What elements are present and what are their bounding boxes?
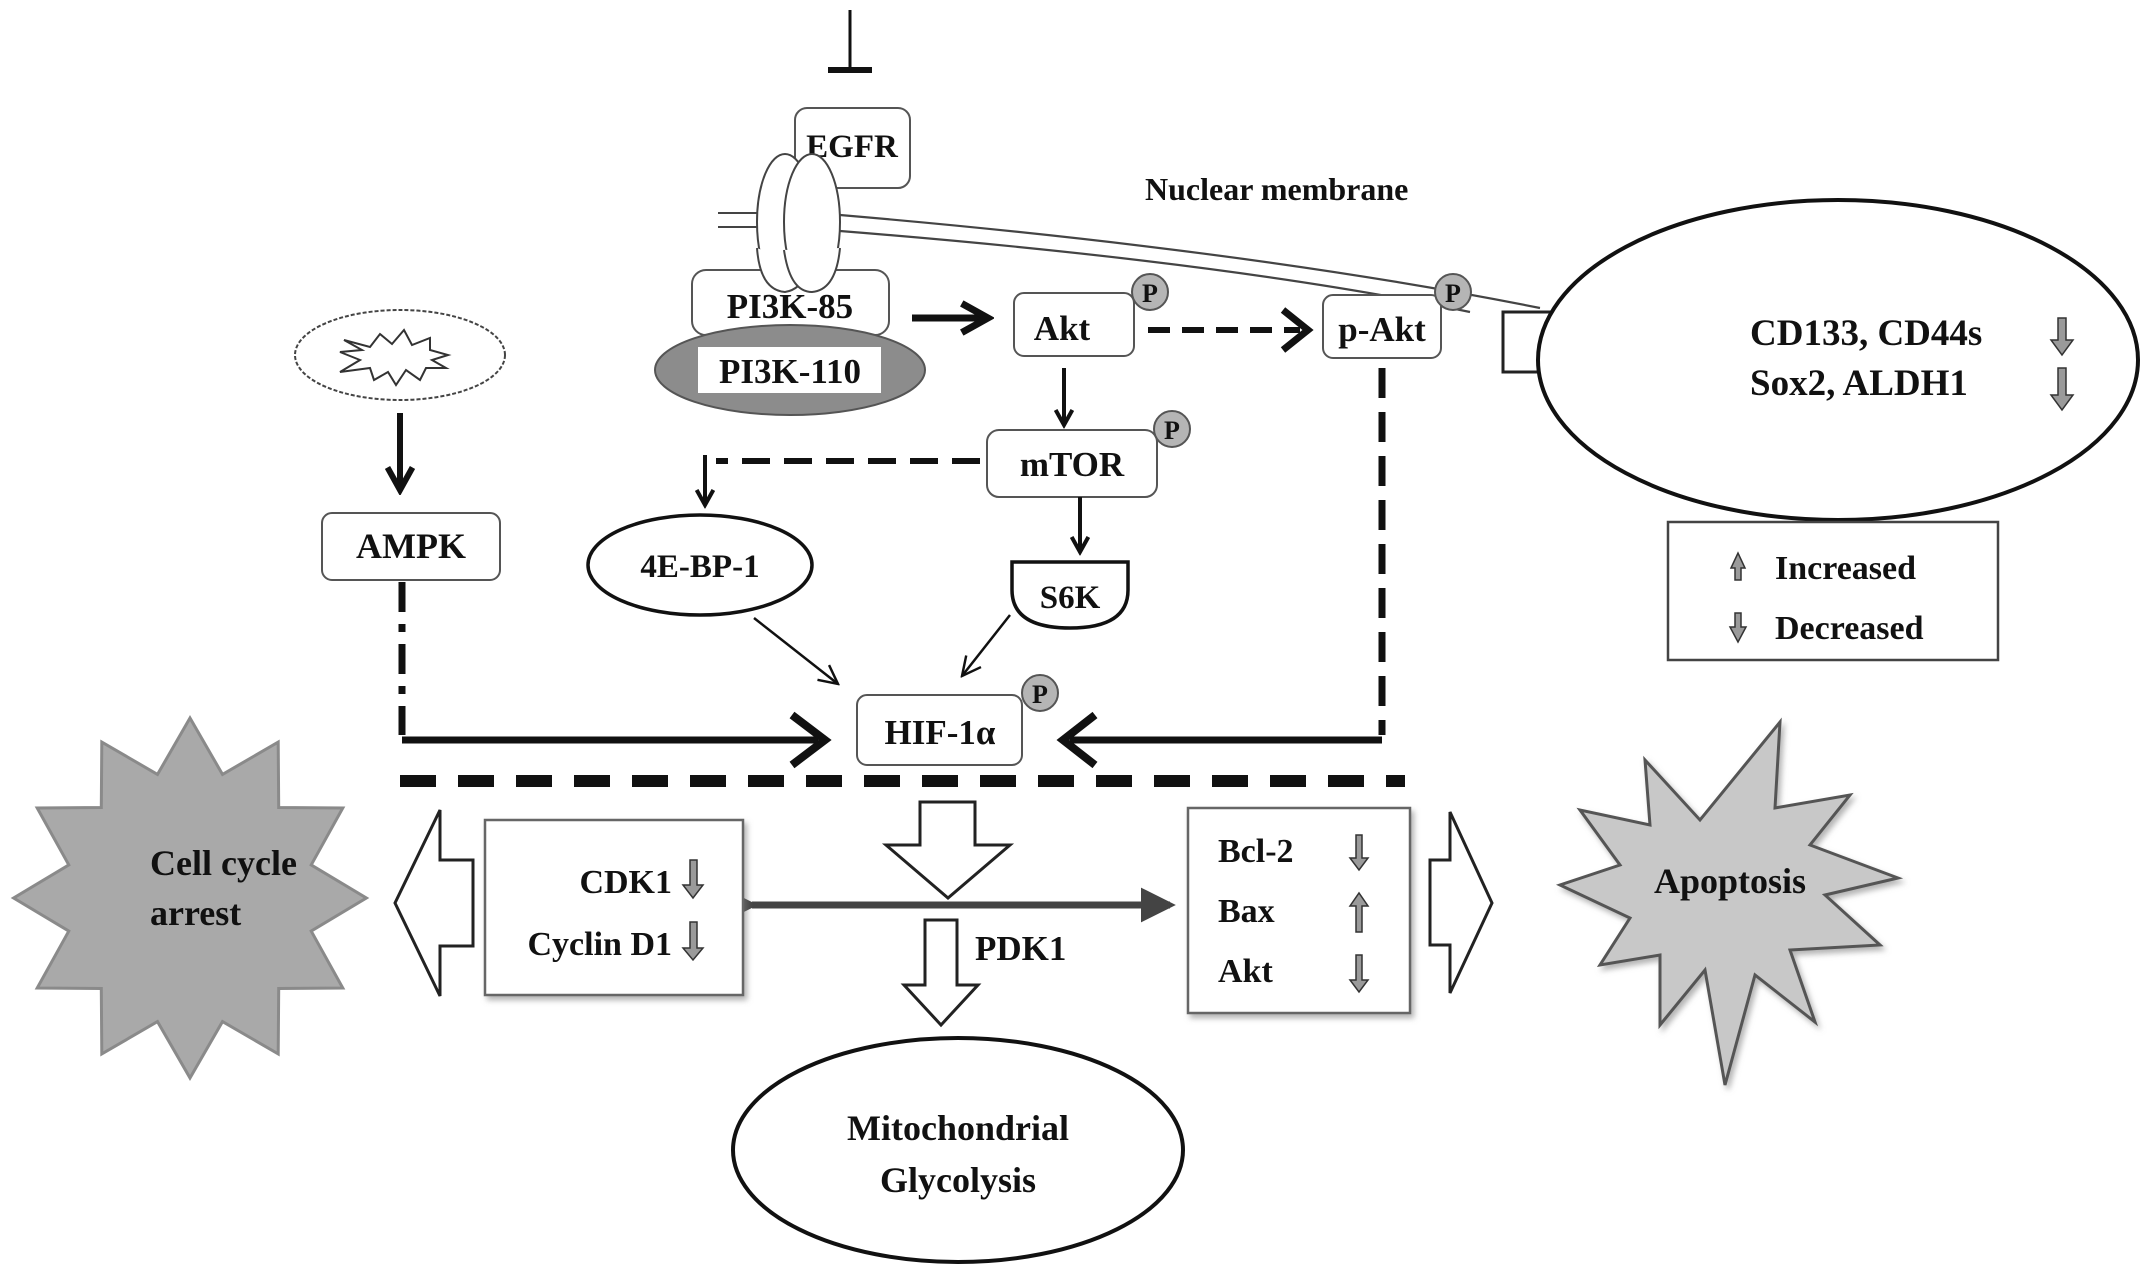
increase-arrow-icon: [1348, 891, 1370, 933]
decrease-arrow-icon: [2049, 317, 2075, 357]
decrease-arrow-icon: [1728, 612, 1748, 644]
block-arrow-to-metabolism: [900, 918, 982, 1028]
apoptosis-markers-box: Bcl-2 Bax Akt: [1186, 806, 1412, 1015]
akt-marker-label: Akt: [1218, 953, 1273, 990]
akt-node: Akt P: [1013, 273, 1169, 357]
nuclear-membrane: Nuclear membrane: [718, 171, 1541, 314]
apoptosis-burst: Apoptosis: [1555, 717, 1904, 1086]
pi3k-85-label: PI3K-85: [727, 287, 853, 326]
metabolism-label-2: Glycolysis: [880, 1160, 1036, 1200]
4ebp1-label: 4E-BP-1: [640, 549, 759, 585]
stem-marker-line1: CD133, CD44s: [1750, 313, 1982, 354]
phospho-icon: [1434, 273, 1472, 311]
arrow-s6k-to-hif: [962, 614, 1011, 676]
legend-increased: Increased: [1775, 550, 1916, 587]
block-arrow-down: [881, 800, 1015, 900]
pi3k-85-node: PI3K-85: [691, 269, 890, 336]
cell-cycle-label-1: Cell cycle: [150, 843, 297, 883]
nuclear-membrane-label: Nuclear membrane: [1145, 171, 1408, 207]
starburst-icon: [339, 328, 452, 387]
block-arrow-to-apoptosis: [1428, 811, 1494, 994]
svg-text:P: P: [1142, 279, 1158, 308]
hif1a-label: HIF-1α: [885, 713, 996, 752]
cdk1-label: CDK1: [579, 864, 672, 901]
bax-label: Bax: [1218, 893, 1275, 930]
p-akt-node: p-Akt P: [1322, 273, 1472, 359]
phospho-icon: [1021, 674, 1059, 712]
pi3k-110-node: PI3K-110: [654, 324, 926, 416]
cell-cycle-markers-box: CDK1 Cyclin D1: [483, 818, 745, 997]
metabolism-ellipse: Mitochondrial Glycolysis: [731, 1036, 1185, 1264]
cell-cycle-arrest-burst: Cell cycle arrest: [10, 714, 370, 1082]
stem-marker-line2: Sox2, ALDH1: [1750, 363, 1968, 404]
akt-label: Akt: [1034, 309, 1091, 348]
decrease-arrow-icon: [681, 921, 705, 962]
phospho-icon: [1131, 273, 1169, 311]
bcl2-label: Bcl-2: [1218, 833, 1294, 870]
mtor-label: mTOR: [1020, 445, 1125, 484]
pdk1-label: PDK1: [975, 929, 1066, 968]
ampk-label: AMPK: [356, 526, 466, 566]
legend-decreased: Decreased: [1775, 610, 1924, 647]
p-akt-label: p-Akt: [1338, 310, 1426, 349]
cell-cycle-label-2: arrest: [150, 893, 241, 933]
stimulus-ellipse: [294, 309, 506, 401]
svg-text:P: P: [1032, 680, 1048, 709]
hif1a-node: HIF-1α P: [856, 674, 1059, 766]
cyclin-d1-label: Cyclin D1: [528, 926, 673, 963]
arrow-4ebp1-to-hif: [753, 617, 838, 684]
decrease-arrow-icon: [2049, 367, 2075, 412]
mtor-node: mTOR P: [986, 410, 1191, 498]
stem-markers-ellipse: CD133, CD44s Sox2, ALDH1: [1536, 198, 2140, 522]
svg-text:P: P: [1445, 279, 1461, 308]
svg-text:P: P: [1164, 416, 1180, 445]
s6k-node: S6K: [1010, 560, 1130, 630]
apoptosis-label: Apoptosis: [1654, 861, 1806, 901]
ampk-node: AMPK: [321, 512, 501, 581]
block-arrow-left: [393, 809, 475, 997]
decrease-arrow-icon: [681, 859, 705, 900]
pi3k-110-label: PI3K-110: [719, 352, 861, 391]
decrease-arrow-icon: [1348, 834, 1370, 872]
increase-arrow-icon: [1729, 551, 1747, 581]
inhibition-symbol: [828, 10, 872, 73]
4ebp1-node: 4E-BP-1: [586, 513, 814, 617]
metabolism-label-1: Mitochondrial: [847, 1108, 1069, 1148]
legend: Increased Decreased: [1666, 520, 2000, 662]
decrease-arrow-icon: [1348, 954, 1370, 994]
phospho-icon: [1153, 410, 1191, 448]
s6k-label: S6K: [1040, 580, 1101, 616]
